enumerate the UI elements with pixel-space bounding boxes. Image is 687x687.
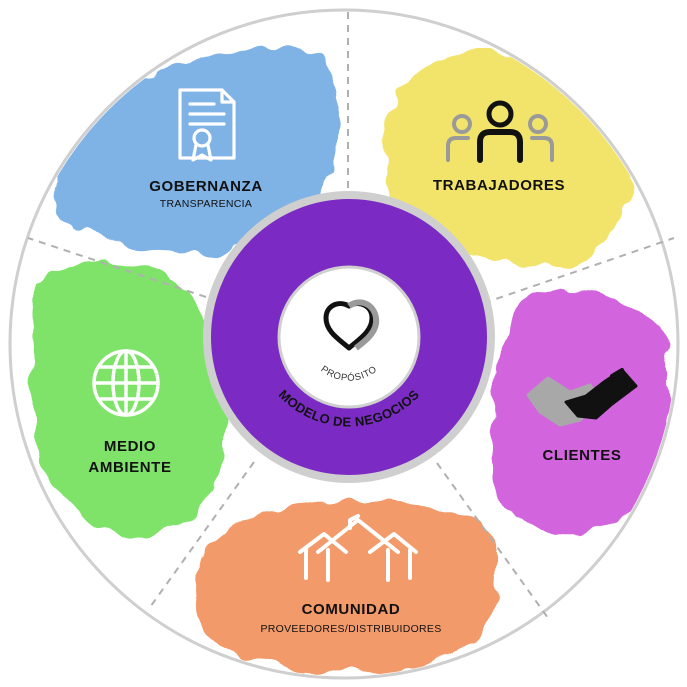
inner-circle bbox=[277, 265, 421, 409]
comunidad-paint bbox=[195, 503, 500, 671]
globe-icon bbox=[92, 349, 160, 417]
clientes-title: CLIENTES bbox=[543, 447, 622, 464]
center-core: PROPÓSITO MODELO DE NEGOCIOS bbox=[203, 191, 495, 483]
heart-icon bbox=[323, 299, 380, 351]
segment-clientes: CLIENTES bbox=[526, 368, 638, 464]
gobernanza-title: GOBERNANZA bbox=[149, 178, 263, 195]
comunidad-subtitle: PROVEEDORES/DISTRIBUIDORES bbox=[260, 623, 441, 635]
segment-medio-ambiente: MEDIO AMBIENTE bbox=[88, 349, 171, 476]
certificate-icon bbox=[178, 88, 236, 162]
divider-lower-right bbox=[436, 462, 549, 619]
segment-gobernanza: GOBERNANZA TRANSPARENCIA bbox=[149, 88, 263, 210]
handshake-icon bbox=[526, 368, 638, 427]
divider-left bbox=[27, 237, 207, 298]
gobernanza-subtitle: TRANSPARENCIA bbox=[160, 198, 252, 210]
medio-ambiente-title-line1: MEDIO bbox=[104, 438, 156, 455]
medio-ambiente-title-line2: AMBIENTE bbox=[88, 459, 171, 476]
trabajadores-title: TRABAJADORES bbox=[433, 177, 565, 194]
divider-lower-left bbox=[147, 461, 255, 611]
houses-icon bbox=[298, 514, 418, 582]
segment-trabajadores: TRABAJADORES bbox=[433, 100, 565, 194]
segment-comunidad: COMUNIDAD PROVEEDORES/DISTRIBUIDORES bbox=[260, 514, 441, 635]
people-icon bbox=[446, 100, 554, 163]
comunidad-title: COMUNIDAD bbox=[302, 601, 401, 618]
segment-dividers bbox=[27, 12, 675, 619]
trabajadores-paint bbox=[384, 52, 632, 266]
